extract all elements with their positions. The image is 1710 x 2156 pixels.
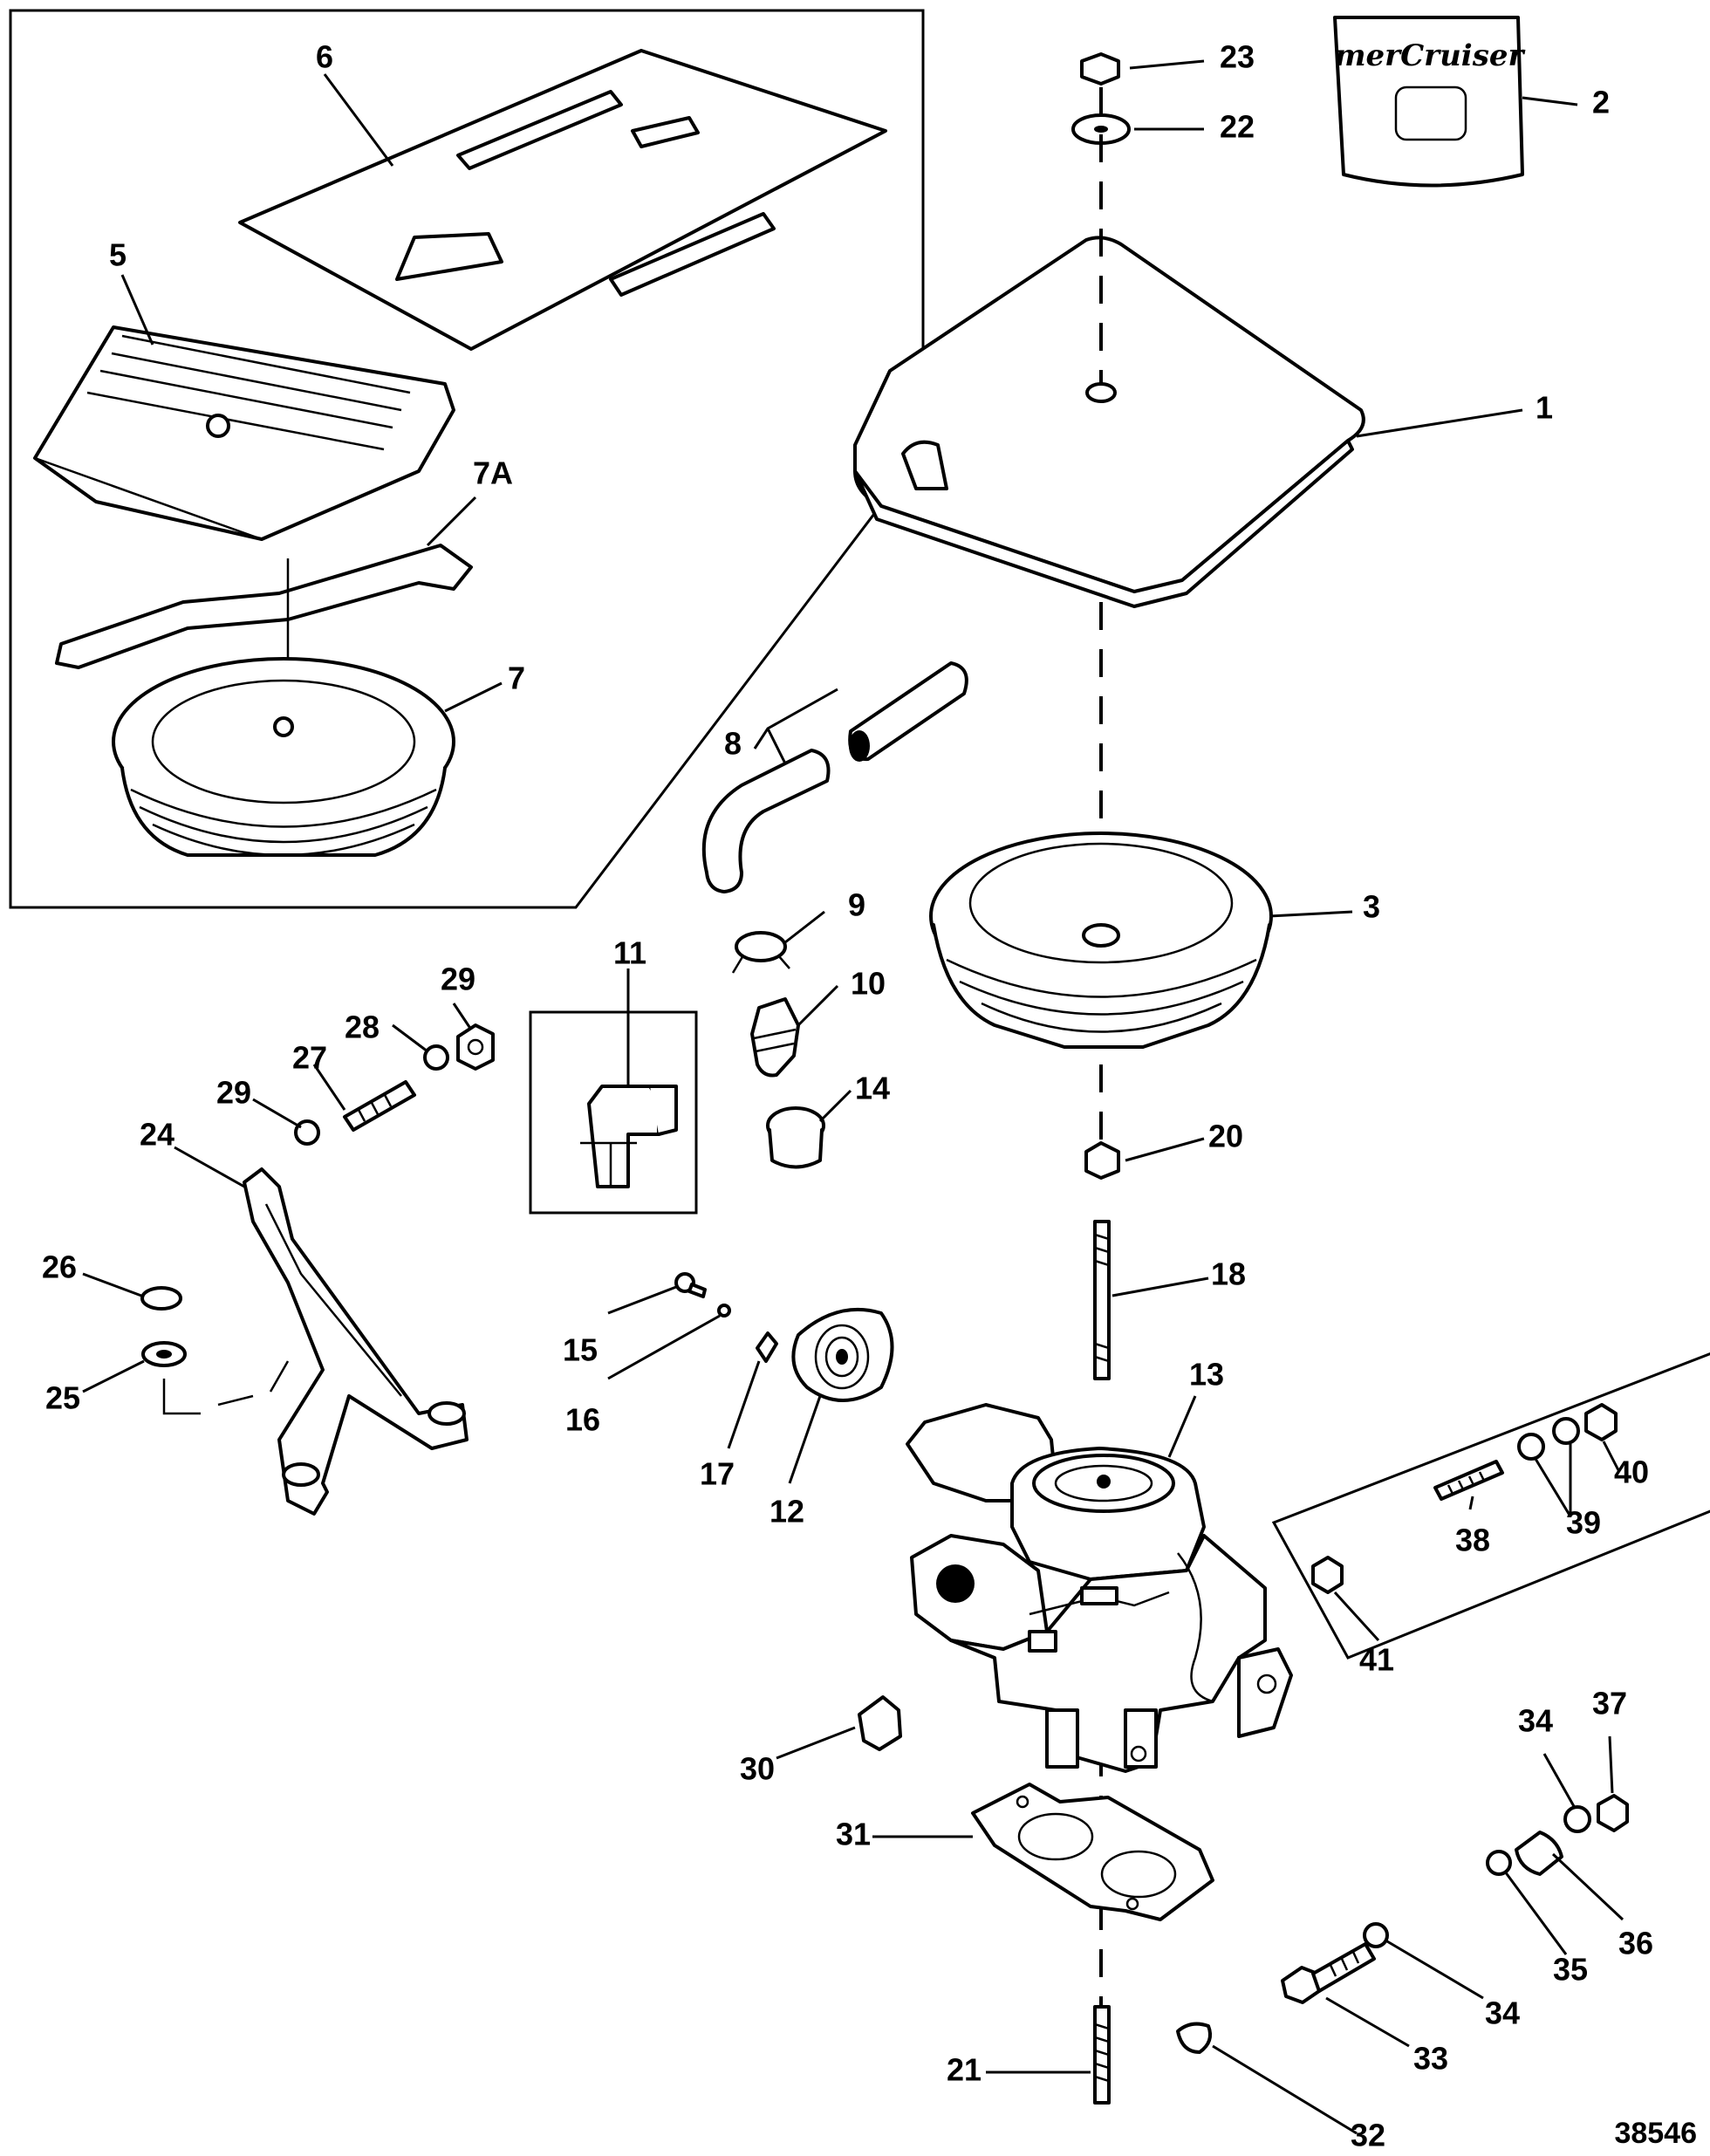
callout-14: 14	[855, 1071, 890, 1106]
nut-part-37	[1597, 1794, 1629, 1832]
stud-part-38	[1433, 1460, 1504, 1501]
clip-part-20	[756, 1331, 778, 1363]
washer-part-29-upper	[423, 1044, 449, 1071]
callout-7: 7	[508, 660, 525, 696]
flame-arrestor-cover-part	[33, 325, 455, 541]
throttle-bracket-part	[243, 1167, 469, 1516]
air-cover-part	[853, 236, 1365, 608]
washer-part-39-a	[1517, 1433, 1545, 1461]
callout-41: 41	[1359, 1642, 1394, 1678]
callout-37: 37	[1592, 1686, 1627, 1721]
grommet-part-14	[766, 1106, 825, 1169]
clamp-part-11	[731, 931, 790, 974]
washer-part-39-b	[1552, 1417, 1580, 1445]
stud-part-22	[1093, 1220, 1111, 1380]
nut-part-23	[1084, 1141, 1120, 1180]
nut-part-40	[1584, 1403, 1618, 1441]
flame-arrestor-part	[112, 657, 455, 857]
screw-part-17	[674, 1272, 707, 1298]
callout-15: 13	[1189, 1357, 1224, 1393]
callout-22: 18	[1211, 1256, 1246, 1292]
callout-17: 15	[563, 1332, 598, 1368]
gasket-part-31	[971, 1783, 1214, 1921]
callout-10: 8	[724, 726, 742, 762]
callout-9: 23	[1220, 39, 1255, 75]
callout-39: 39	[1566, 1505, 1601, 1541]
elbow-part-13	[580, 1085, 678, 1188]
callout-30: 29	[441, 962, 475, 997]
callout-26: 25	[45, 1380, 80, 1416]
hose-part-10	[701, 661, 968, 893]
callout-6: 6	[316, 39, 333, 75]
optional-parts-inset	[9, 9, 925, 909]
bolt-part-33	[1281, 1942, 1376, 2004]
flame-arrestor-main-part	[929, 832, 1273, 1049]
callout-40: 40	[1614, 1454, 1649, 1490]
decal-sheet-part	[238, 49, 887, 351]
washer-part-35-lower	[1486, 1850, 1512, 1876]
callout-13: 11	[613, 935, 646, 971]
bracket-leader-dash	[162, 1360, 290, 1415]
callout-36: 36	[1618, 1926, 1653, 1961]
callout-21: 30	[740, 1751, 775, 1787]
nut-part-41	[1311, 1556, 1344, 1594]
callout-28: 27	[292, 1040, 327, 1076]
washer-part-34	[1363, 1922, 1389, 1948]
stud-part-24	[1093, 2005, 1111, 2105]
decal-part: merCruiser	[1333, 16, 1526, 188]
callout-29-lower: 29	[216, 1075, 251, 1111]
hardware-kit-inset-box	[1271, 1352, 1710, 1660]
callout-38: 38	[1455, 1523, 1490, 1558]
callout-16: 12	[770, 1494, 804, 1530]
decal-brand-logo: merCruiser	[1335, 38, 1526, 73]
washer-part-18	[717, 1304, 731, 1318]
stud-part-28	[343, 1080, 416, 1132]
nut-part-9	[1080, 52, 1120, 86]
callout-5: 5	[109, 237, 127, 273]
plug-part-21	[858, 1695, 902, 1751]
callout-18: 16	[565, 1402, 600, 1438]
callout-24: 21	[947, 2052, 982, 2088]
callout-25: 24	[140, 1117, 174, 1153]
callout-29-upper: 28	[345, 1010, 380, 1045]
callout-27: 26	[42, 1249, 77, 1285]
elbow-inset-box	[529, 1010, 698, 1215]
callout-33: 33	[1413, 2041, 1448, 2077]
callout-31: 31	[836, 1817, 871, 1852]
pcv-valve-part-12	[750, 997, 800, 1078]
carburetor-part-15	[906, 1403, 1293, 1773]
nut-part-26	[141, 1341, 187, 1367]
callout-labels: 23 22 2 1 6 5 7A 7 8 9 3 11 29 10 28 27 …	[42, 39, 1653, 2153]
washer-part-29-lower	[294, 1119, 320, 1146]
callout-1: 1	[1536, 390, 1553, 426]
callout-35-lower: 35	[1553, 1952, 1588, 1988]
callout-34: 34	[1485, 1995, 1520, 2031]
leader-lines	[82, 59, 1624, 2135]
callout-7A: 7A	[473, 455, 513, 491]
callout-20: 17	[700, 1456, 735, 1492]
figure-number: 38546	[1614, 2117, 1697, 2150]
clip-part-32	[1176, 2022, 1212, 2054]
callout-35-upper: 34	[1518, 1703, 1553, 1739]
callout-2: 2	[1592, 85, 1610, 120]
washer-part-35-upper	[1563, 1805, 1591, 1833]
spacer-part-36	[1515, 1831, 1563, 1876]
nut-part-27	[140, 1286, 182, 1311]
callout-11: 9	[848, 887, 865, 923]
callout-32: 32	[1351, 2118, 1385, 2153]
callout-12: 10	[851, 966, 886, 1002]
choke-thermostat-part-16	[791, 1307, 894, 1402]
callout-3: 3	[1363, 889, 1380, 925]
callout-23: 20	[1208, 1119, 1243, 1154]
callout-8: 22	[1220, 109, 1255, 145]
nut-part-30	[456, 1023, 495, 1071]
